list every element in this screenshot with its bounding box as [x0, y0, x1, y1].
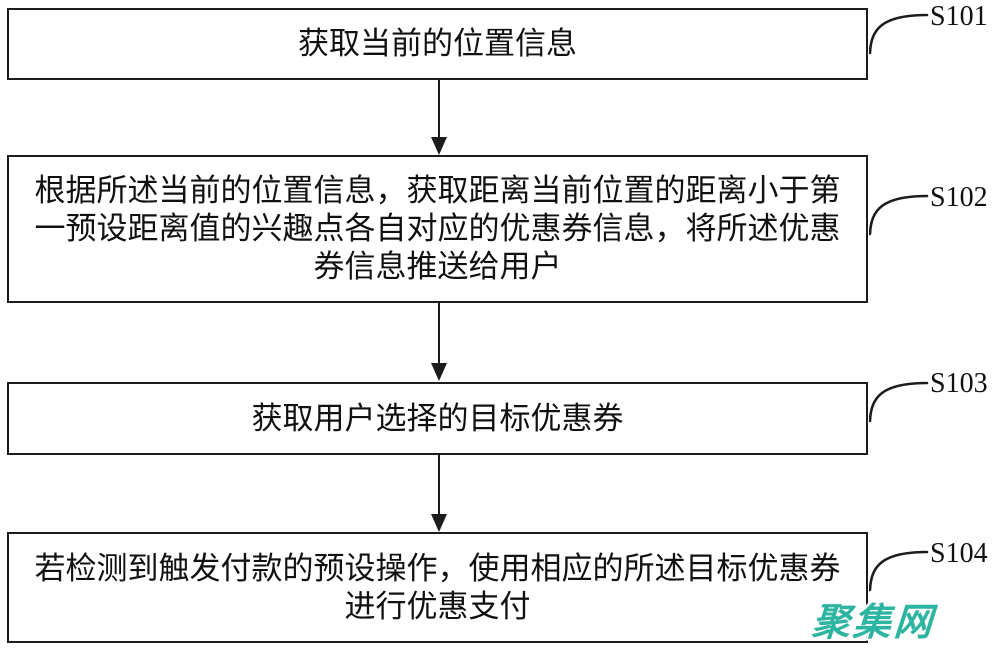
flow-arrow-head-3: [431, 514, 447, 532]
flow-step-box-s102: 根据所述当前的位置信息，获取距离当前位置的距离小于第 一预设距离值的兴趣点各自对…: [7, 155, 868, 303]
connector-curve-s103: [869, 381, 929, 423]
step-label-s103: S103: [930, 368, 988, 399]
watermark: 聚集网: [810, 602, 937, 644]
connector-curve-s104: [869, 550, 929, 592]
connector-curve-s102: [869, 194, 929, 236]
flow-arrow-head-2: [431, 363, 447, 381]
flow-arrow-head-1: [431, 137, 447, 155]
flow-step-box-s101: 获取当前的位置信息: [7, 8, 868, 80]
step-s104-text-line2: 进行优惠支付: [344, 588, 531, 624]
step-s102-text-line3: 券信息推送给用户: [313, 249, 562, 284]
flow-arrow-shaft-3: [438, 455, 440, 514]
step-s103-text: 获取用户选择的目标优惠券: [251, 400, 624, 436]
step-label-s102: S102: [930, 182, 988, 213]
step-s102-text-line2: 一预设距离值的兴趣点各自对应的优惠券信息，将所述优惠: [34, 211, 841, 246]
step-label-s104: S104: [930, 538, 988, 569]
step-label-s101: S101: [930, 1, 988, 32]
connector-curve-s101: [869, 13, 929, 55]
flow-arrow-shaft-2: [438, 303, 440, 364]
step-s102-text-line1: 根据所述当前的位置信息，获取距离当前位置的距离小于第: [34, 173, 841, 208]
step-s104-text-line1: 若检测到触发付款的预设操作，使用相应的所述目标优惠券: [34, 550, 841, 586]
flow-step-box-s104: 若检测到触发付款的预设操作，使用相应的所述目标优惠券 进行优惠支付: [7, 532, 868, 643]
step-s101-text: 获取当前的位置信息: [298, 26, 577, 61]
flow-step-box-s103: 获取用户选择的目标优惠券: [7, 382, 868, 455]
flow-arrow-shaft-1: [438, 80, 440, 137]
